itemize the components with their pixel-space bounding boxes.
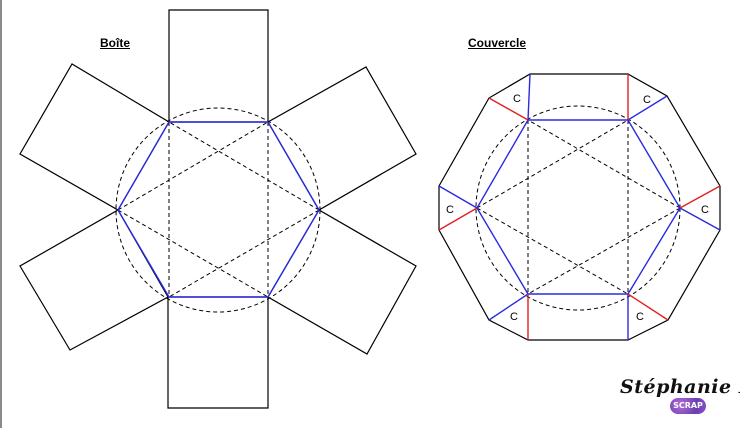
lid-flap-label: C [636,311,644,323]
lid-guides [475,105,681,311]
box-flap-top [168,9,269,123]
lid-cut-lines [438,74,721,340]
box-template [19,9,417,409]
lid-flap-label: C [510,311,518,323]
lid-flap-label: C [513,93,521,105]
lid-guide-circle [475,105,681,311]
signature-logo: Stéphanie K. [620,376,740,398]
box-guides [115,107,321,313]
box-fold-hexagon [117,121,320,298]
lid-flap-label: C [446,204,454,216]
box-flap-bottom [167,296,269,409]
lid-flap-label: C [701,204,709,216]
lid-flap-label: C [643,94,651,106]
box-guide-circle [115,107,321,313]
box-flap-lower-left [19,209,169,351]
lid-flap-labels: C C C C C C [446,93,709,323]
lid-title: Couvercle [468,36,527,50]
box-title: Boîte [100,36,130,50]
left-border-line [0,0,2,428]
signature-badge: SCRAP [670,398,706,414]
